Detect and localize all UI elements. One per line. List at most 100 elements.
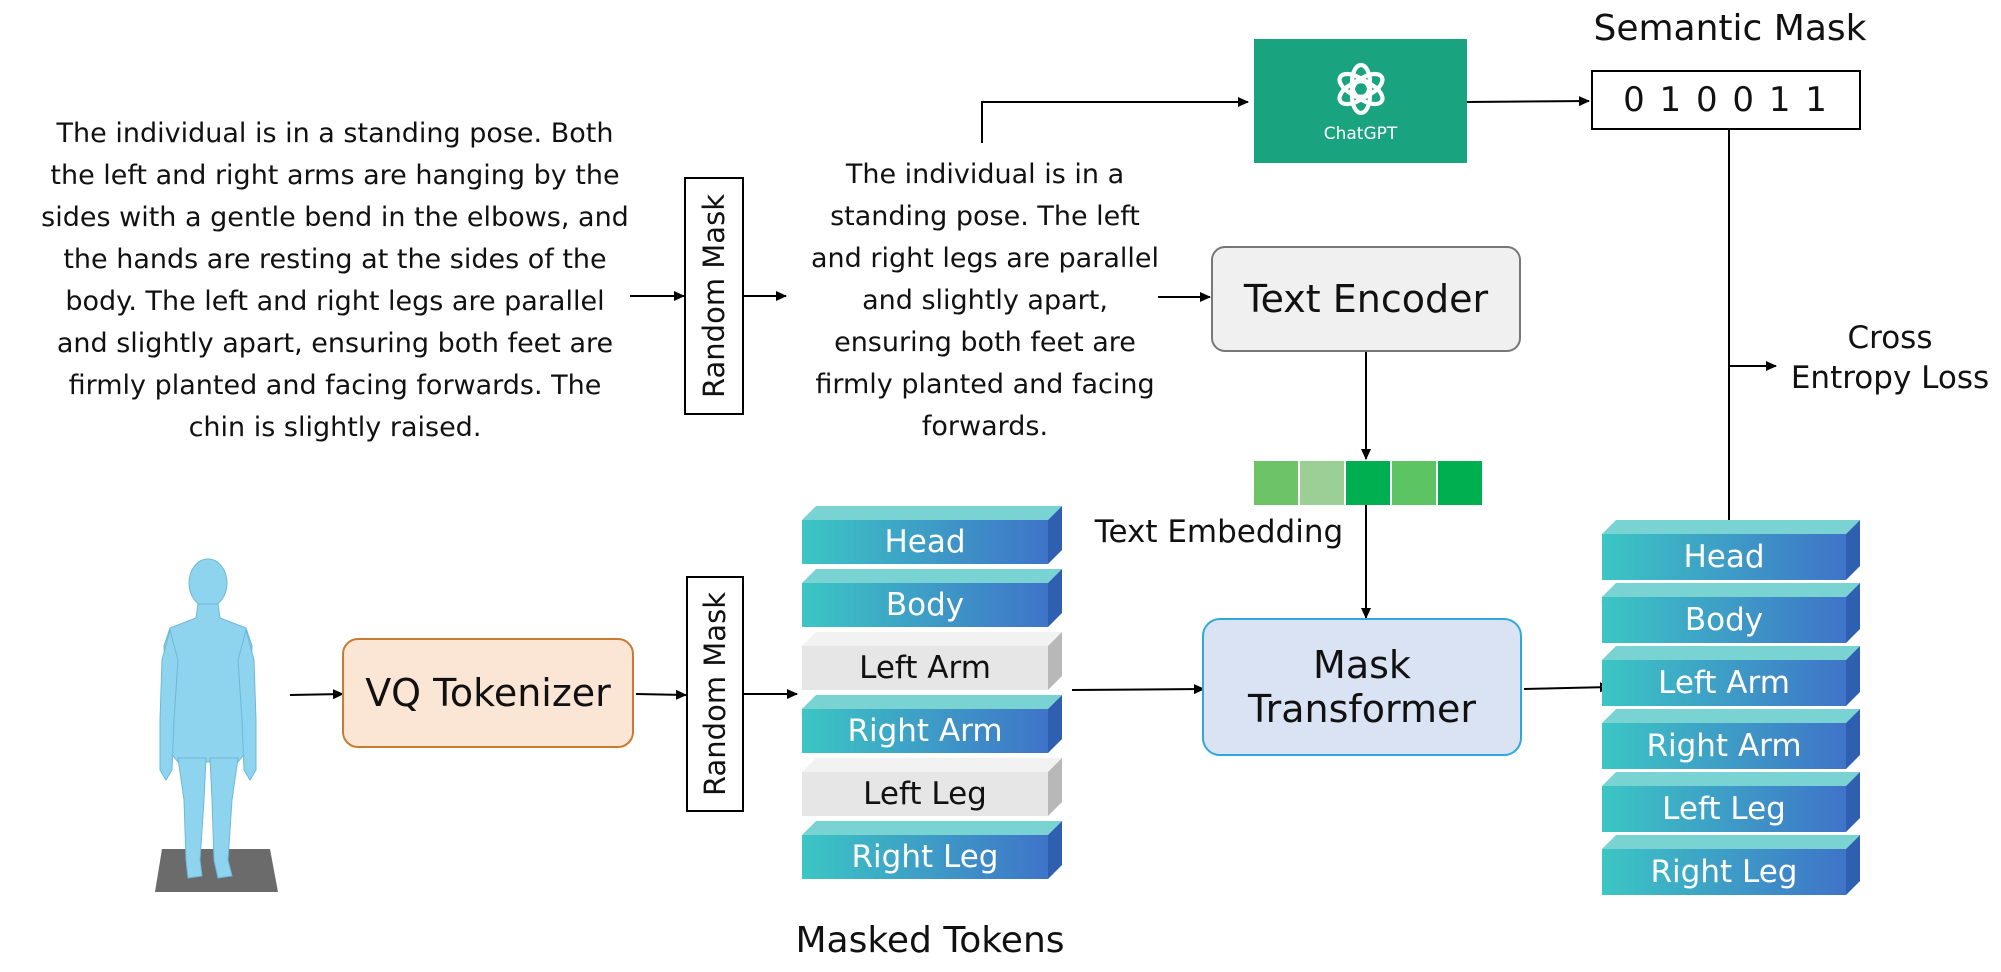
output-token-left-arm: Left Arm bbox=[1602, 646, 1860, 706]
vq-tokenizer-box: VQ Tokenizer bbox=[342, 638, 634, 748]
masked-token-head: Head bbox=[802, 506, 1062, 564]
body-left-arm bbox=[159, 628, 179, 781]
token-side-face bbox=[1048, 695, 1062, 753]
masked-text-description: The individual is in a standing pose. Th… bbox=[811, 159, 1159, 442]
masked-token-left-leg: Left Leg bbox=[802, 758, 1062, 816]
masked-tokens-caption: Masked Tokens bbox=[795, 920, 1065, 961]
token-prism bbox=[1602, 772, 1860, 832]
token-prism bbox=[802, 569, 1062, 627]
semantic-mask-box: 0 1 0 0 1 1 bbox=[1591, 70, 1861, 130]
mask-transformer-box: Mask Transformer bbox=[1202, 618, 1522, 756]
token-prism bbox=[802, 821, 1062, 879]
token-top-face bbox=[802, 632, 1062, 646]
masked-token-right-leg: Right Leg bbox=[802, 821, 1062, 879]
token-top-face bbox=[802, 695, 1062, 709]
token-side-face bbox=[1846, 520, 1860, 580]
output-token-right-arm: Right Arm bbox=[1602, 709, 1860, 769]
token-side-face bbox=[1846, 583, 1860, 643]
token-prism bbox=[802, 506, 1062, 564]
token-side-face bbox=[1846, 646, 1860, 706]
body-left-leg bbox=[177, 757, 207, 879]
token-label: Left Arm bbox=[802, 646, 1048, 690]
full-text-description: The individual is in a standing pose. Bo… bbox=[41, 118, 629, 443]
embedding-cell bbox=[1300, 461, 1344, 505]
masked-token-right-arm: Right Arm bbox=[802, 695, 1062, 753]
token-label: Left Leg bbox=[1602, 786, 1846, 832]
mask-transformer-label: Mask Transformer bbox=[1247, 643, 1477, 731]
chatgpt-label: ChatGPT bbox=[1323, 124, 1398, 144]
masked-token-left-arm: Left Arm bbox=[802, 632, 1062, 690]
body-head bbox=[188, 558, 228, 608]
token-top-face bbox=[802, 569, 1062, 583]
token-prism bbox=[802, 758, 1062, 816]
embedding-cell bbox=[1254, 461, 1298, 505]
token-side-face bbox=[1048, 821, 1062, 879]
token-prism bbox=[1602, 709, 1860, 769]
token-side-face bbox=[1048, 758, 1062, 816]
body-right-leg bbox=[209, 757, 239, 879]
text-embedding-bar bbox=[1254, 461, 1482, 505]
token-label: Left Leg bbox=[802, 772, 1048, 816]
token-label: Right Arm bbox=[1602, 723, 1846, 769]
token-top-face bbox=[1602, 835, 1860, 849]
token-label: Body bbox=[802, 583, 1048, 627]
cross-entropy-label: Cross Entropy Loss bbox=[1790, 320, 1990, 396]
token-prism bbox=[802, 632, 1062, 690]
random-mask-bottom: Random Mask bbox=[686, 576, 744, 812]
token-top-face bbox=[1602, 646, 1860, 660]
token-top-face bbox=[1602, 709, 1860, 723]
embedding-cell bbox=[1392, 461, 1436, 505]
embedding-cell bbox=[1438, 461, 1482, 505]
semantic-mask-value: 0 1 0 0 1 1 bbox=[1623, 80, 1829, 120]
token-side-face bbox=[1048, 569, 1062, 627]
token-top-face bbox=[802, 758, 1062, 772]
random-mask-bottom-label: Random Mask bbox=[698, 592, 732, 796]
chatgpt-box: ChatGPT bbox=[1254, 39, 1467, 163]
token-prism bbox=[1602, 583, 1860, 643]
output-token-left-leg: Left Leg bbox=[1602, 772, 1860, 832]
semantic-mask-title: Semantic Mask bbox=[1593, 8, 1867, 49]
token-prism bbox=[802, 695, 1062, 753]
token-top-face bbox=[1602, 583, 1860, 597]
token-prism bbox=[1602, 835, 1860, 895]
arrow-body-to-vq bbox=[289, 689, 344, 700]
arrow-chatgpt-to-semantic-mask bbox=[1465, 96, 1590, 107]
token-prism bbox=[1602, 520, 1860, 580]
output-token-right-leg: Right Leg bbox=[1602, 835, 1860, 895]
token-side-face bbox=[1048, 506, 1062, 564]
text-encoder-label: Text Encoder bbox=[1243, 277, 1489, 321]
token-side-face bbox=[1846, 709, 1860, 769]
token-label: Right Arm bbox=[802, 709, 1048, 753]
arrow-transformer-to-output bbox=[1523, 682, 1611, 693]
token-prism bbox=[1602, 646, 1860, 706]
token-label: Head bbox=[802, 520, 1048, 564]
token-top-face bbox=[802, 506, 1062, 520]
arrow-masked-text-to-chatgpt bbox=[981, 97, 1249, 143]
body-right-arm bbox=[237, 628, 257, 781]
arrow-tokens-to-transformer bbox=[1071, 684, 1205, 695]
token-top-face bbox=[802, 821, 1062, 835]
text-encoder-box: Text Encoder bbox=[1211, 246, 1521, 352]
arrow-vq-to-random-mask bbox=[635, 689, 687, 700]
output-token-head: Head bbox=[1602, 520, 1860, 580]
body-torso bbox=[163, 603, 253, 763]
token-side-face bbox=[1048, 632, 1062, 690]
vq-tokenizer-label: VQ Tokenizer bbox=[365, 671, 611, 715]
token-label: Head bbox=[1602, 534, 1846, 580]
token-side-face bbox=[1846, 772, 1860, 832]
random-mask-top: Random Mask bbox=[684, 177, 744, 415]
token-top-face bbox=[1602, 520, 1860, 534]
output-token-body: Body bbox=[1602, 583, 1860, 643]
token-label: Right Leg bbox=[1602, 849, 1846, 895]
token-label: Right Leg bbox=[802, 835, 1048, 879]
token-side-face bbox=[1846, 835, 1860, 895]
masked-token-body: Body bbox=[802, 569, 1062, 627]
token-label: Body bbox=[1602, 597, 1846, 643]
embedding-cell bbox=[1346, 461, 1390, 505]
text-embedding-label: Text Embedding bbox=[1094, 514, 1344, 550]
openai-logo-icon bbox=[1336, 62, 1385, 116]
token-top-face bbox=[1602, 772, 1860, 786]
token-label: Left Arm bbox=[1602, 660, 1846, 706]
